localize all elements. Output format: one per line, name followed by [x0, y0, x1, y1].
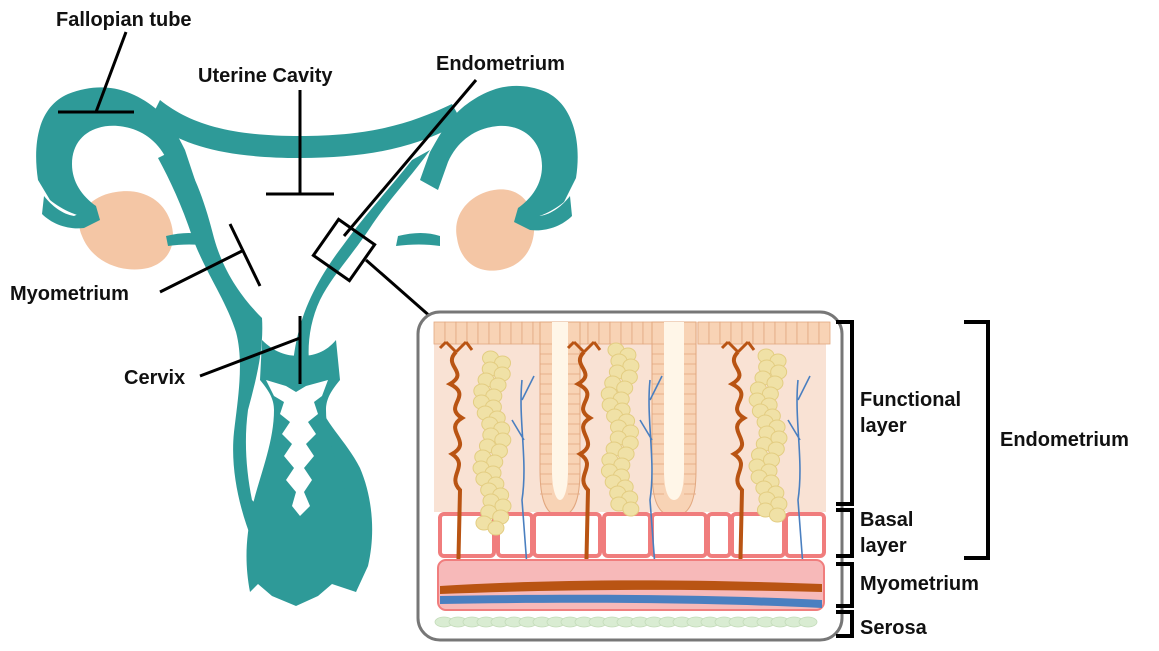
- epithelial-cell: [522, 322, 533, 344]
- left-ovary: [79, 191, 173, 269]
- zoom-connector: [366, 260, 432, 318]
- epithelial-cell: [456, 322, 467, 344]
- label-endometrium-right: Endometrium: [1000, 429, 1129, 451]
- basal-cell-compartment: [534, 514, 600, 556]
- label-functional-layer-1: Functional: [860, 389, 961, 411]
- label-cervix: Cervix: [124, 367, 185, 389]
- epithelial-cell: [753, 322, 764, 344]
- right-ovary: [456, 189, 534, 270]
- label-myometrium-left: Myometrium: [10, 283, 129, 305]
- gland-bead: [488, 521, 504, 535]
- label-uterine-cavity: Uterine Cavity: [198, 65, 333, 87]
- epithelial-cell: [764, 322, 775, 344]
- gland-lumen: [552, 322, 568, 500]
- label-basal-layer-1: Basal: [860, 509, 913, 531]
- epithelial-cell: [445, 322, 456, 344]
- label-basal-layer-2: layer: [860, 535, 907, 557]
- epithelial-cell: [731, 322, 742, 344]
- gland-lumen: [664, 322, 684, 500]
- basal-cell-compartment: [652, 514, 706, 556]
- epithelial-cell: [797, 322, 808, 344]
- label-endometrium-top: Endometrium: [436, 53, 565, 75]
- epithelial-cell: [610, 322, 621, 344]
- serosa-layer: [435, 617, 817, 627]
- label-myometrium-right: Myometrium: [860, 573, 979, 595]
- epithelial-cell: [775, 322, 786, 344]
- left-ovarian-ligament: [166, 233, 212, 246]
- epithelial-cell: [500, 322, 511, 344]
- epithelial-cell: [434, 322, 445, 344]
- endometrium-bracket: [964, 322, 988, 558]
- epithelial-cell: [819, 322, 830, 344]
- epithelial-cell: [621, 322, 632, 344]
- surface-epithelium: [434, 322, 830, 344]
- epithelial-cell: [808, 322, 819, 344]
- epithelial-cell: [588, 322, 599, 344]
- endometrium-leader: [344, 80, 476, 236]
- basal-cell-compartment: [708, 514, 730, 556]
- epithelial-cell: [467, 322, 478, 344]
- epithelial-cell: [478, 322, 489, 344]
- label-fallopian-tube: Fallopian tube: [56, 9, 192, 31]
- right-ovarian-ligament: [396, 233, 440, 246]
- epithelial-cell: [698, 322, 709, 344]
- basal-cell-compartment: [786, 514, 824, 556]
- epithelial-cell: [742, 322, 753, 344]
- basal-cell-compartment: [604, 514, 650, 556]
- endometrium-detail-panel: [418, 312, 842, 640]
- myometrium-band: [438, 560, 824, 610]
- label-serosa: Serosa: [860, 617, 928, 639]
- serosa-cell: [799, 617, 817, 627]
- epithelial-cell: [599, 322, 610, 344]
- epithelial-cell: [632, 322, 643, 344]
- epithelial-cell: [511, 322, 522, 344]
- epithelial-cell: [489, 322, 500, 344]
- uterine-fundus: [150, 100, 462, 158]
- label-functional-layer-2: layer: [860, 415, 907, 437]
- epithelial-cell: [786, 322, 797, 344]
- gland-bead: [769, 508, 785, 522]
- gland-bead: [623, 502, 639, 516]
- epithelial-cell: [720, 322, 731, 344]
- epithelial-cell: [709, 322, 720, 344]
